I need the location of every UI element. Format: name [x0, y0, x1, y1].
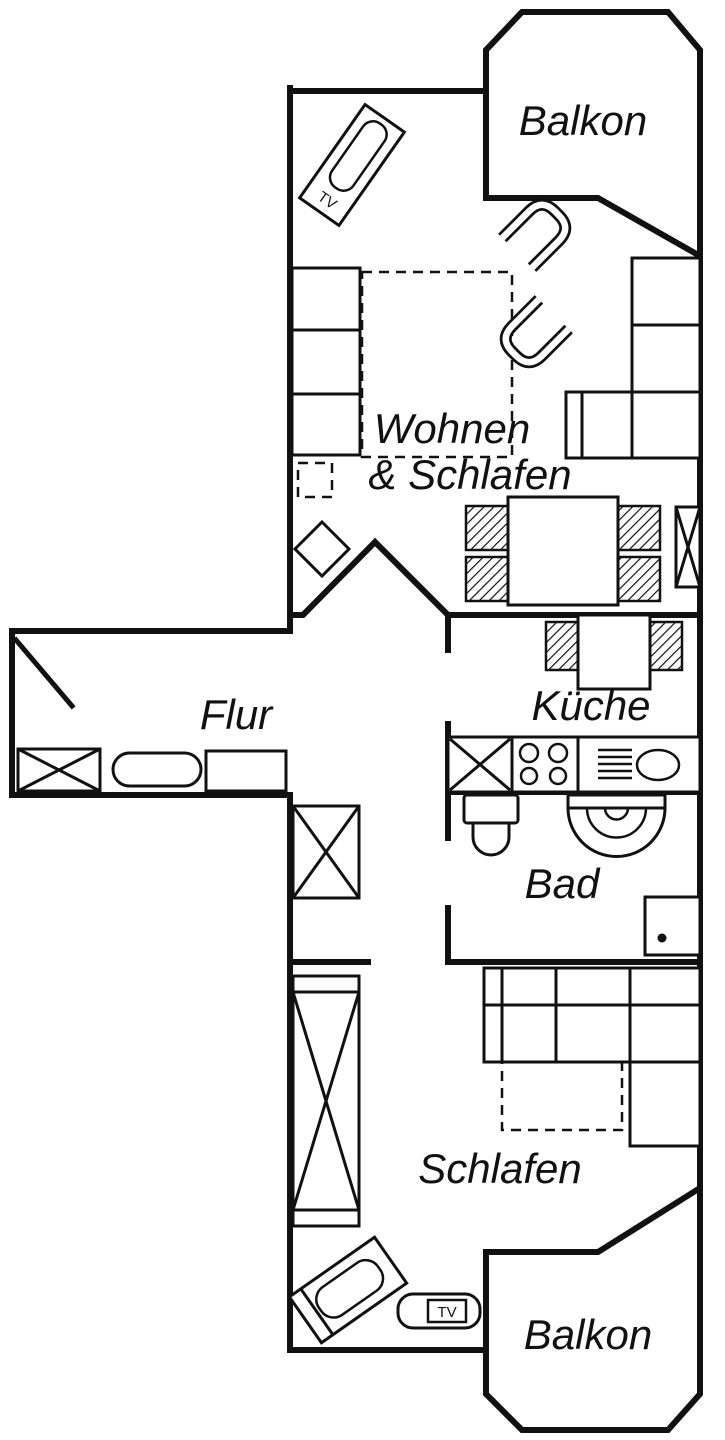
tv-stand-bedroom: TV [396, 1292, 482, 1330]
plant-diamond [292, 519, 352, 579]
armchair-1 [498, 198, 572, 272]
shower-drain [657, 933, 667, 943]
drain-rack [598, 748, 632, 780]
ottoman-dashed [500, 1060, 624, 1132]
flur-wardrobe [16, 747, 102, 793]
room-label-balkon-bottom: Balkon [524, 1311, 652, 1358]
room-label-wohnen-line2: & Schlafen [368, 451, 571, 498]
sink-basin [635, 748, 681, 782]
sofa-living [564, 256, 702, 460]
shower-tray [643, 895, 702, 957]
lounge-chair-bedroom [287, 1235, 409, 1345]
room-label-kueche: Küche [531, 682, 650, 729]
room-label-flur: Flur [200, 691, 274, 738]
tv-cabinet-living: TV [297, 102, 407, 228]
kitchen-table-set [544, 613, 684, 691]
room-label-schlafen: Schlafen [418, 1145, 581, 1192]
room-label-wohnen-line1: Wohnen [374, 405, 530, 452]
balcony-bottom-outline [483, 1182, 703, 1433]
washbasin-round [566, 793, 667, 858]
entrance-door-leaf [12, 636, 76, 710]
small-dashed-box [296, 461, 334, 499]
room-label-balkon-top: Balkon [519, 97, 647, 144]
stove-burner [518, 742, 540, 764]
armchair-2 [499, 295, 573, 369]
hall-wardrobe [291, 804, 361, 900]
flur-sideboard [204, 749, 288, 793]
wc [462, 793, 520, 857]
stove-burner [547, 742, 569, 764]
balcony-top-outline [483, 9, 703, 262]
tv-label-bedroom: TV [437, 1304, 456, 1321]
corner-sofa-bedroom [482, 966, 702, 1148]
dining-set [464, 495, 662, 607]
radiator-living [674, 505, 702, 589]
bedroom-wardrobe-tall [291, 974, 361, 1228]
stove-burner [519, 766, 539, 786]
kitchen-counter [446, 735, 702, 794]
stove-burner [548, 766, 568, 786]
room-label-bad: Bad [525, 860, 601, 907]
flur-rug [111, 751, 203, 788]
bed-foldout-dashed [360, 270, 514, 459]
wardrobe-living [290, 266, 362, 457]
